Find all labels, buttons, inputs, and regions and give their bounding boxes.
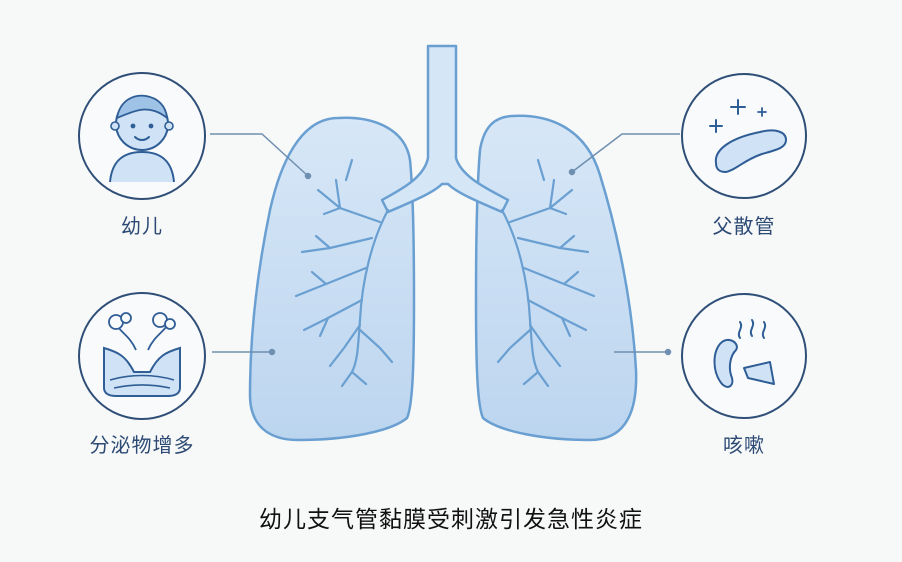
left-bronchial-tree (294, 158, 394, 388)
cough-badge (681, 293, 807, 419)
secretion-badge (78, 292, 206, 420)
right-bronchial-tree (496, 158, 596, 388)
connector-infant (210, 133, 309, 177)
bacteria-icon (709, 99, 788, 174)
bronchiole-badge (681, 73, 807, 199)
connectors (210, 133, 680, 356)
right-lung (474, 114, 638, 442)
diagram-caption: 幼儿支气管黏膜受刺激引发急性炎症 (259, 507, 643, 533)
left-lung (248, 116, 416, 442)
label-bronchiole: 父散管 (712, 214, 776, 238)
infant-badge (78, 72, 206, 200)
trachea (380, 44, 510, 214)
mucus-icon (103, 312, 181, 397)
child-face-icon (109, 94, 175, 183)
connector-bronchiole (571, 133, 680, 173)
label-secretion: 分泌物增多 (89, 433, 195, 457)
label-cough: 咳嗽 (723, 433, 765, 457)
cough-icon (713, 319, 775, 388)
label-infant: 幼儿 (121, 214, 163, 238)
